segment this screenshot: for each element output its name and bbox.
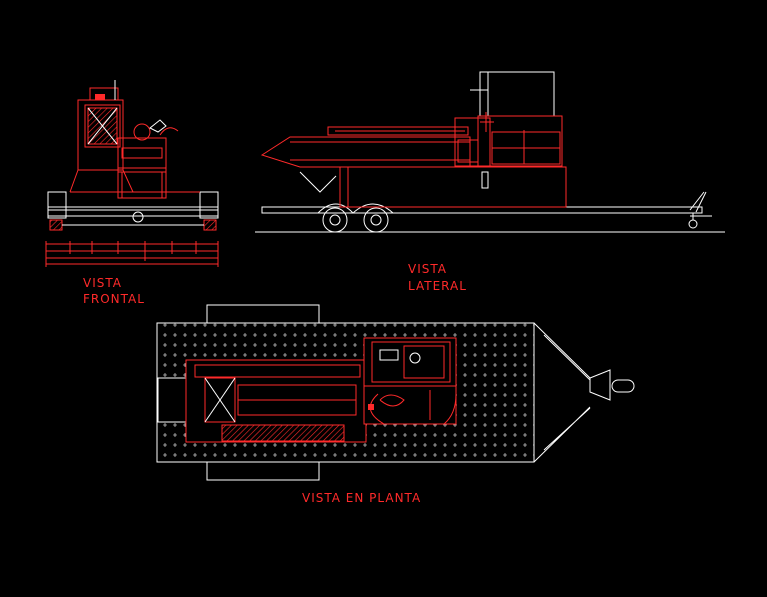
front-hitch: [132, 211, 144, 223]
side-engine-block: [477, 115, 563, 167]
front-left-fender: [47, 191, 67, 219]
side-jack-wheel: [688, 219, 698, 229]
plan-view: [156, 304, 635, 481]
plan-conveyor-end: [157, 377, 189, 423]
plan-engine-unit: [363, 337, 457, 425]
plan-top-fender: [206, 304, 320, 324]
plan-view-label: VISTA EN PLANTA: [302, 491, 421, 505]
side-view-label-line1: VISTA: [408, 262, 447, 276]
plan-bottom-fender: [206, 461, 320, 481]
side-hopper: [327, 126, 469, 136]
plan-hitch-coupler: [611, 379, 635, 393]
side-view-label-line2: LATERAL: [408, 279, 467, 293]
plan-belt: [221, 424, 345, 442]
side-conveyor: [260, 136, 471, 168]
side-wheel-rear: [363, 207, 389, 233]
front-left-wheel: [49, 219, 63, 231]
front-view-label-line1: VISTA: [83, 276, 122, 290]
side-view: [255, 71, 725, 233]
plan-tongue: [533, 322, 591, 463]
front-right-fender: [199, 191, 219, 219]
side-wheel-front: [322, 207, 348, 233]
side-base-tank: [339, 166, 567, 208]
front-dimensions: [45, 241, 219, 267]
side-engine-cover: [479, 71, 555, 117]
front-view: [45, 80, 219, 267]
front-view-label-line2: FRONTAL: [83, 292, 145, 306]
front-right-wheel: [203, 219, 217, 231]
